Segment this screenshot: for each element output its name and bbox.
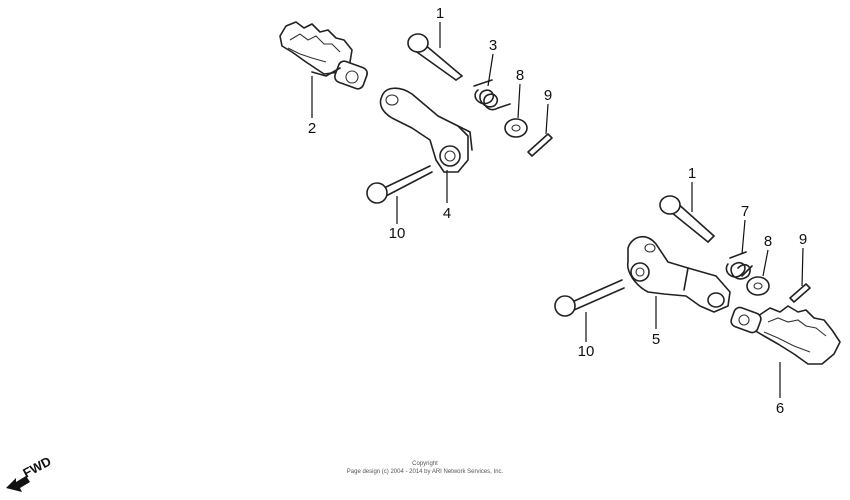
callout-washer-lower: 8 [764, 233, 772, 250]
callout-washer-upper: 8 [516, 67, 524, 84]
footpeg-upper[interactable] [279, 21, 369, 90]
callout-footpeg-upper: 2 [308, 120, 316, 137]
callout-pin-lower: 1 [688, 165, 696, 182]
copyright-label: Copyright [412, 461, 438, 467]
callout-cotter-lower: 9 [799, 231, 807, 248]
washer-lower[interactable] [746, 276, 770, 296]
callout-cotter-upper: 9 [544, 87, 552, 104]
copyright-notice: Page design (c) 2004 - 2014 by ARI Netwo… [346, 469, 504, 475]
pin-upper[interactable] [407, 33, 463, 81]
forward-direction-indicator: FWD [6, 454, 54, 492]
callout-spring-lower: 7 [741, 203, 749, 220]
bracket-upper[interactable] [379, 87, 473, 173]
forward-arrow-icon [6, 476, 30, 492]
bolt-upper[interactable] [366, 165, 433, 204]
leader-washer-upper [517, 83, 521, 119]
callout-pin-upper: 1 [436, 5, 444, 22]
spring-upper[interactable] [473, 79, 511, 111]
bolt-lower[interactable] [554, 279, 625, 317]
footpeg-lower[interactable] [729, 305, 841, 365]
callout-footpeg-lower: 6 [776, 400, 784, 417]
cotter-pin-lower[interactable] [789, 283, 811, 303]
bracket-lower[interactable] [626, 236, 731, 313]
callout-bolt-lower: 10 [578, 343, 595, 360]
leader-cotter-upper [545, 103, 549, 135]
leader-cotter-lower [801, 247, 804, 287]
callout-bracket-lower: 5 [652, 331, 660, 348]
callout-bolt-upper: 10 [389, 225, 406, 242]
washer-upper[interactable] [504, 118, 528, 138]
fwd-label: FWD [20, 454, 53, 481]
cotter-pin-upper[interactable] [527, 133, 553, 157]
leader-washer-lower [762, 249, 769, 277]
pin-lower[interactable] [659, 195, 715, 243]
leader-spring-lower [741, 219, 746, 255]
callout-spring-upper: 3 [489, 37, 497, 54]
leader-spring-upper [487, 53, 494, 87]
spring-lower[interactable] [725, 251, 753, 280]
callout-bracket-upper: 4 [443, 205, 451, 222]
